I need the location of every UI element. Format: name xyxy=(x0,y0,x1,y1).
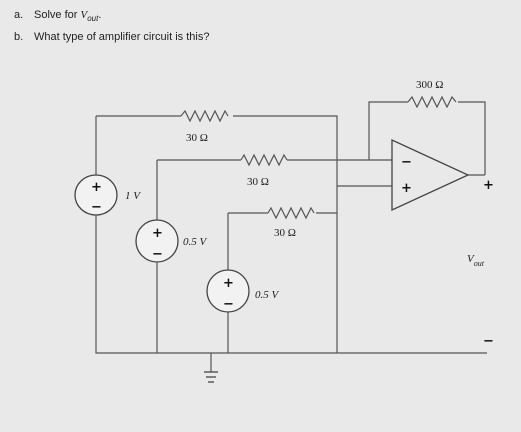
wire-feedback-left xyxy=(368,101,408,160)
question-a-text: Solve for Vout. xyxy=(34,6,101,28)
resistor-r1 xyxy=(180,109,229,123)
source-v2 xyxy=(135,219,179,263)
source-v3 xyxy=(206,269,250,313)
resistor-r2 xyxy=(240,153,288,167)
resistor-r1-label: 30 Ω xyxy=(186,132,208,144)
source-v3-label: 0.5 V xyxy=(255,289,280,301)
opamp-triangle xyxy=(391,138,470,212)
question-list: a. Solve for Vout. b. What type of ampli… xyxy=(14,6,209,46)
question-a: a. Solve for Vout. xyxy=(14,6,209,28)
question-a-var-sub: out xyxy=(87,14,99,24)
resistor-r3-label: 30 Ω xyxy=(274,227,296,239)
source-v2-plus: + xyxy=(152,226,163,241)
resistor-feedback-label: 300 Ω xyxy=(416,79,443,91)
opamp-inverting-sign: − xyxy=(401,155,412,170)
resistor-r3 xyxy=(267,206,315,220)
wires xyxy=(95,101,487,372)
source-v1 xyxy=(74,174,118,216)
question-a-var: V xyxy=(80,9,88,21)
output-plus: + xyxy=(483,178,494,193)
source-v2-label: 0.5 V xyxy=(183,236,208,248)
source-v1-plus: + xyxy=(91,180,102,195)
question-b-text: What type of amplifier circuit is this? xyxy=(34,31,210,44)
wire-feedback-right xyxy=(458,101,486,175)
opamp-noninverting-sign: + xyxy=(401,181,412,196)
resistor-r2-label: 30 Ω xyxy=(247,176,269,188)
question-b-letter: b. xyxy=(14,31,24,44)
output-label-sub: out xyxy=(474,259,485,268)
question-a-prefix: Solve for xyxy=(34,9,81,21)
output-minus: − xyxy=(483,334,494,349)
source-v3-plus: + xyxy=(223,276,234,291)
wire-ground-rail xyxy=(95,215,487,354)
source-v3-minus: − xyxy=(223,297,234,312)
output-label: Vout xyxy=(467,253,485,268)
question-a-letter: a. xyxy=(14,9,24,21)
wire-top-right-to-ground xyxy=(233,115,338,353)
source-v1-minus: − xyxy=(91,200,102,215)
resistor-feedback xyxy=(407,95,457,109)
ground-icon xyxy=(204,371,218,383)
question-a-suffix: . xyxy=(98,9,102,21)
question-b: b. What type of amplifier circuit is thi… xyxy=(14,28,209,46)
output-label-main: V xyxy=(467,253,475,265)
source-v1-label: 1 V xyxy=(125,190,141,202)
source-v2-minus: − xyxy=(152,247,163,262)
